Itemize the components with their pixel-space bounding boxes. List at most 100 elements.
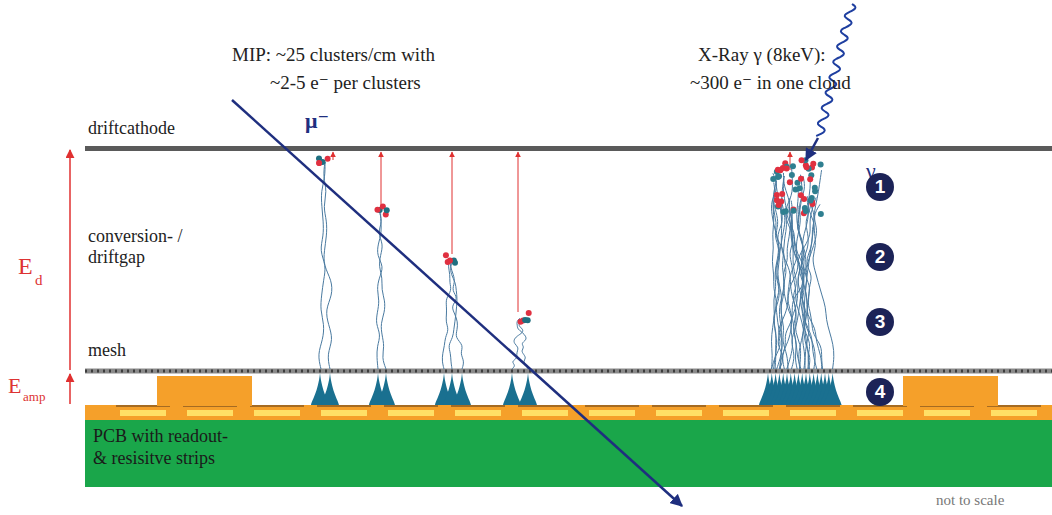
charge-dot [779, 191, 785, 197]
charge-dot [526, 310, 532, 316]
callout-number: 3 [875, 311, 886, 334]
charge-dot [325, 156, 331, 162]
charge-dot [443, 252, 449, 258]
readout-strip [187, 410, 233, 416]
charge-dot [774, 192, 780, 198]
field-label: amp [23, 390, 45, 405]
text-label: mesh [88, 340, 126, 361]
field-label: E [8, 373, 21, 398]
charge-dot [316, 160, 322, 166]
charge-dot [783, 208, 789, 214]
text-label: ~300 e⁻ in one cloud [690, 72, 851, 94]
charge-dot [804, 164, 810, 170]
callout-circle: 3 [866, 308, 894, 336]
charge-dot [790, 163, 796, 169]
field-label: E [18, 253, 33, 281]
charge-dot [384, 207, 390, 213]
pcb-label: PCB with readout- & resisitve strips [93, 426, 243, 469]
drift-path [442, 259, 450, 369]
callout-number: 4 [875, 381, 886, 404]
drift-path [799, 170, 822, 369]
charge-dot [770, 176, 776, 182]
callout-circle: 4 [866, 378, 894, 406]
drift-path [783, 173, 815, 369]
photon-wave [816, 4, 855, 136]
muon-track [232, 100, 682, 506]
avalanche [503, 373, 521, 405]
charge-dot [776, 173, 782, 179]
ion-arrows [333, 152, 790, 312]
drift-paths [319, 162, 834, 369]
readout-strip [857, 410, 903, 416]
pillar [157, 376, 252, 406]
charge-dot [787, 179, 793, 185]
charge-dot [778, 198, 784, 204]
strip-edge [317, 405, 371, 407]
charge-dot [447, 258, 453, 264]
strip-edge [786, 405, 840, 407]
callout-circle: 2 [866, 243, 894, 271]
ion-arrow [452, 152, 453, 254]
strip-edge [384, 405, 438, 407]
readout-strip [455, 410, 501, 416]
charge-dot [790, 208, 796, 214]
charge-dot [803, 208, 809, 214]
text-label: ~2-5 e⁻ per clusters [270, 72, 421, 94]
text-label: not to scale [936, 492, 1004, 509]
drift-path [450, 259, 463, 369]
readout-strip [522, 410, 568, 416]
callout-number: 2 [875, 246, 886, 269]
mesh-wires [85, 370, 1052, 373]
charge-dot [807, 176, 813, 182]
text-label: driftcathode [88, 118, 175, 139]
amp-field-arrow [69, 374, 71, 404]
drift-path [807, 196, 834, 369]
avalanche [377, 373, 395, 405]
readout-strip [321, 410, 367, 416]
drift-path [319, 162, 325, 369]
strip-edge [451, 405, 505, 407]
charge-dot [818, 162, 824, 168]
readout-strip [388, 410, 434, 416]
charge-dot [808, 198, 814, 204]
drift-field-arrow [69, 150, 71, 370]
readout-strip [656, 410, 702, 416]
text-label: X-Ray γ (8keV): [698, 44, 826, 66]
field-label: d [35, 272, 43, 289]
pcb-board [85, 420, 1052, 487]
text-label: conversion- / driftgap [88, 226, 200, 267]
readout-strip [924, 410, 970, 416]
readout-strip [723, 410, 769, 416]
strip-edge [719, 405, 773, 407]
avalanche [824, 373, 842, 405]
ion-arrow [381, 152, 382, 205]
readout-strip [120, 410, 166, 416]
charge-dot [799, 157, 805, 163]
readout-strip [790, 410, 836, 416]
mesh [85, 369, 1052, 374]
drift-cathode [85, 146, 1052, 151]
pcb-band: PCB with readout- & resisitve strips [85, 420, 1052, 487]
charge-dot [789, 172, 795, 178]
avalanche [321, 373, 339, 405]
ion-arrow [518, 152, 519, 312]
electron-clusters [316, 156, 824, 325]
drift-path [771, 173, 788, 369]
charge-dot [818, 211, 824, 217]
charge-dot [810, 161, 816, 167]
photon-arrow [806, 138, 818, 160]
charge-dot [777, 167, 783, 173]
readout-strip [589, 410, 635, 416]
callout-circle: 1 [866, 173, 894, 201]
avalanche [453, 373, 471, 405]
avalanches [311, 373, 842, 405]
avalanche [519, 373, 537, 405]
charge-dot [784, 166, 790, 172]
charge-dot [801, 196, 807, 202]
charge-dot [374, 207, 380, 213]
drift-path [324, 162, 332, 369]
charge-dot [522, 317, 528, 323]
text-label: MIP: ~25 clusters/cm with [232, 44, 435, 66]
charge-dot [812, 185, 818, 191]
